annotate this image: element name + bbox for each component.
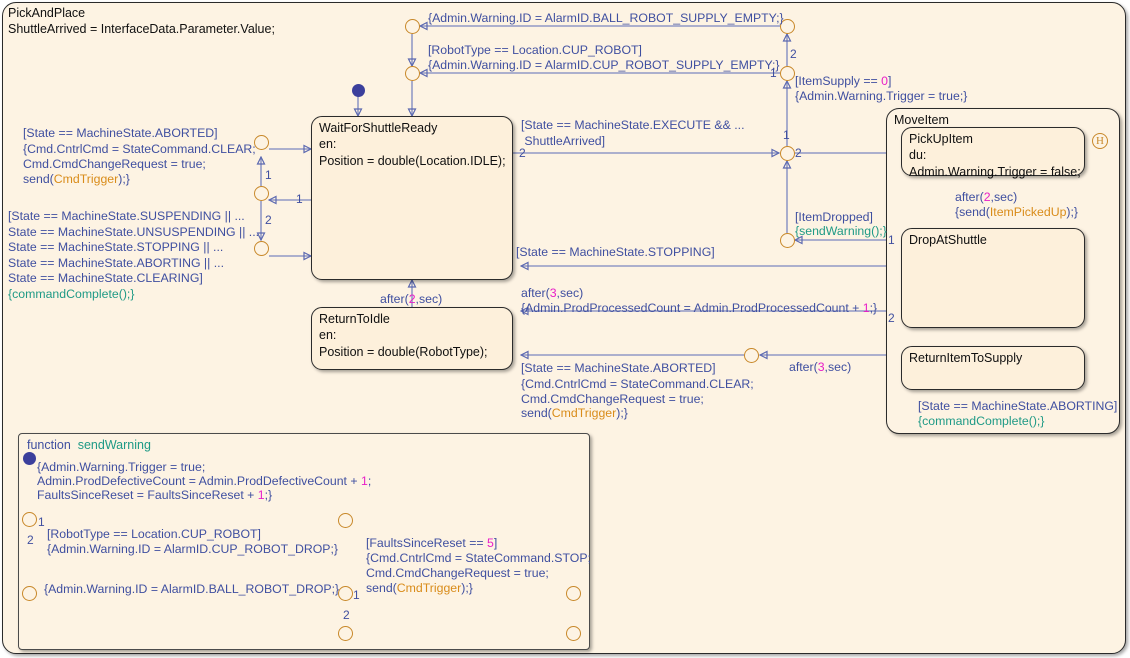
junction[interactable] — [780, 233, 795, 248]
order-number: 2 — [519, 146, 526, 160]
junction[interactable] — [405, 19, 420, 34]
label-after-2-sec-return: after(2,sec) — [380, 292, 443, 306]
order-number: 1 — [296, 192, 303, 206]
state-title: PickUpItem — [909, 132, 973, 146]
state-pick-up-item[interactable]: PickUpItem du: Admin.Warning.Trigger = f… — [901, 127, 1085, 179]
order-number: 2 — [795, 146, 802, 160]
fn-entry-action-3: FaultsSinceReset = FaultsSinceReset + 1;… — [37, 488, 273, 502]
fn-faults-action-1: {Cmd.CntrlCmd = StateCommand.STOP; — [366, 551, 591, 565]
state-body: du: Admin.Warning.Trigger = false; — [909, 148, 1081, 179]
state-title: WaitForShuttleReady — [319, 121, 438, 135]
junction[interactable] — [22, 512, 37, 527]
junction[interactable] — [780, 66, 795, 81]
junction[interactable] — [338, 586, 353, 601]
junction[interactable] — [566, 586, 581, 601]
function-header: function sendWarning — [27, 438, 151, 452]
state-drop-at-shuttle[interactable]: DropAtShuttle — [901, 228, 1085, 328]
order-number: 1 — [783, 128, 790, 142]
label-after-2-sec-pickup: after(2,sec) — [955, 190, 1018, 204]
label-aborted-send: send(CmdTrigger);} — [23, 172, 130, 186]
label-item-supply-zero: [ItemSupply == 0] — [795, 74, 892, 88]
junction[interactable] — [254, 135, 269, 150]
fn-faults-action-2: Cmd.CmdChangeRequest = true; — [366, 566, 549, 580]
fn-cup-action: {Admin.Warning.ID = AlarmID.CUP_ROBOT_DR… — [47, 542, 338, 556]
label-ball-supply-empty: {Admin.Warning.ID = AlarmID.BALL_ROBOT_S… — [428, 11, 784, 25]
junction[interactable] — [338, 626, 353, 641]
state-body: en: Position = double(Location.IDLE); — [319, 137, 506, 168]
label-aborting-guard: [State == MachineState.ABORTING] — [918, 399, 1118, 413]
label-command-complete: {commandComplete();} — [8, 287, 135, 301]
history-junction-icon[interactable]: H — [1092, 133, 1108, 149]
junction[interactable] — [566, 626, 581, 641]
order-number: 2 — [790, 47, 797, 61]
state-title: DropAtShuttle — [909, 233, 987, 247]
label-after-3-sec-processed: after(3,sec) — [521, 286, 584, 300]
fn-entry-action-2: Admin.ProdDefectiveCount = Admin.ProdDef… — [37, 474, 372, 488]
order-number: 2 — [27, 533, 34, 547]
junction[interactable] — [338, 513, 353, 528]
junction[interactable] — [22, 586, 37, 601]
state-title: ReturnToIdle — [319, 312, 390, 326]
default-transition-dot — [352, 84, 365, 97]
order-number: 2 — [265, 213, 272, 227]
label-aborted-send-2: send(CmdTrigger);} — [521, 406, 628, 420]
label-cup-robot-guard: [RobotType == Location.CUP_ROBOT] — [428, 43, 642, 57]
order-number: 1 — [353, 588, 360, 602]
state-title: ReturnItemToSupply — [909, 351, 1023, 365]
state-body: en: Position = double(RobotType); — [319, 328, 488, 359]
graphical-function-send-warning[interactable]: function sendWarning — [18, 433, 590, 650]
label-aborted-clear-2: [State == MachineState.ABORTED] {Cmd.Cnt… — [521, 361, 754, 407]
label-execute-shuttle: [State == MachineState.EXECUTE && ... Sh… — [521, 118, 745, 148]
junction[interactable] — [254, 241, 269, 256]
fn-cup-guard: [RobotType == Location.CUP_ROBOT] — [47, 527, 261, 541]
fn-entry-action-1: {Admin.Warning.Trigger = true; — [37, 460, 206, 474]
order-number: 1 — [770, 66, 777, 80]
function-keyword: function — [27, 438, 71, 452]
label-suspend-group: [State == MachineState.SUSPENDING || ...… — [8, 209, 260, 286]
state-wait-for-shuttle-ready[interactable]: WaitForShuttleReady en: Position = doubl… — [311, 116, 513, 280]
fn-faults-guard: [FaultsSinceReset == 5] — [366, 536, 498, 550]
function-default-dot — [23, 452, 36, 465]
junction[interactable] — [780, 19, 795, 34]
state-return-to-idle[interactable]: ReturnToIdle en: Position = double(Robot… — [311, 307, 513, 370]
order-number: 1 — [888, 233, 895, 247]
label-send-item-picked-up: {send(ItemPickedUp);} — [955, 205, 1079, 219]
fn-ball-action: {Admin.Warning.ID = AlarmID.BALL_ROBOT_D… — [44, 582, 340, 596]
order-number: 2 — [888, 311, 895, 325]
label-aborted-clear: [State == MachineState.ABORTED] {Cmd.Cnt… — [23, 126, 256, 172]
fn-faults-action-3: send(CmdTrigger);} — [366, 581, 473, 595]
state-return-item-to-supply[interactable]: ReturnItemToSupply — [901, 346, 1085, 390]
label-send-warning-call: {sendWarning();} — [795, 224, 887, 238]
label-warning-trigger-true: {Admin.Warning.Trigger = true;} — [795, 89, 968, 103]
chart-name: PickAndPlace — [8, 6, 86, 20]
order-number: 1 — [38, 515, 45, 529]
label-item-dropped: [ItemDropped] — [795, 210, 873, 224]
order-number: 2 — [343, 608, 350, 622]
function-name: sendWarning — [77, 438, 151, 452]
label-after-3-sec-return-item: after(3,sec) — [789, 360, 852, 374]
label-prod-processed-count: {Admin.ProdProcessedCount = Admin.ProdPr… — [521, 301, 878, 315]
junction[interactable] — [744, 348, 759, 363]
state-title: MoveItem — [894, 113, 949, 127]
order-number: 1 — [265, 168, 272, 182]
label-cup-supply-empty: {Admin.Warning.ID = AlarmID.CUP_ROBOT_SU… — [428, 58, 780, 72]
junction[interactable] — [405, 66, 420, 81]
junction[interactable] — [780, 146, 795, 161]
label-aborting-action: {commandComplete();} — [918, 414, 1045, 428]
junction[interactable] — [254, 186, 269, 201]
chart-header-action: ShuttleArrived = InterfaceData.Parameter… — [8, 22, 275, 36]
label-stopping: [State == MachineState.STOPPING] — [516, 245, 715, 259]
